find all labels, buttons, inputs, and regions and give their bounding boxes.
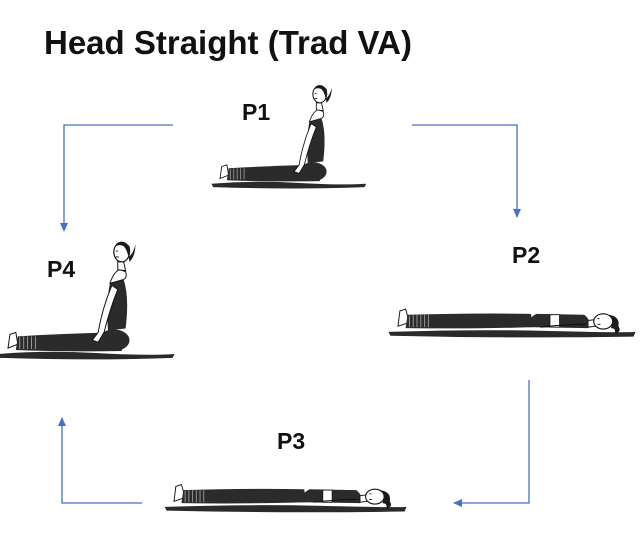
- arrow-p1-to-p4: [60, 124, 173, 232]
- position-label-p1: P1: [242, 99, 271, 125]
- position-label-p2: P2: [512, 242, 541, 268]
- figure-p4-sitting: [0, 241, 176, 360]
- arrow-p2-to-p3: [453, 380, 530, 507]
- diagram-title: Head Straight (Trad VA): [44, 24, 412, 61]
- figure-p1-sitting: [210, 85, 367, 189]
- figure-p3-supine: [164, 483, 408, 513]
- position-label-p3: P3: [277, 428, 306, 454]
- position-label-p4: P4: [47, 256, 76, 282]
- figure-p2-supine: [387, 308, 637, 338]
- arrow-p1-to-p2: [412, 124, 521, 218]
- arrow-p3-to-p4: [58, 417, 142, 504]
